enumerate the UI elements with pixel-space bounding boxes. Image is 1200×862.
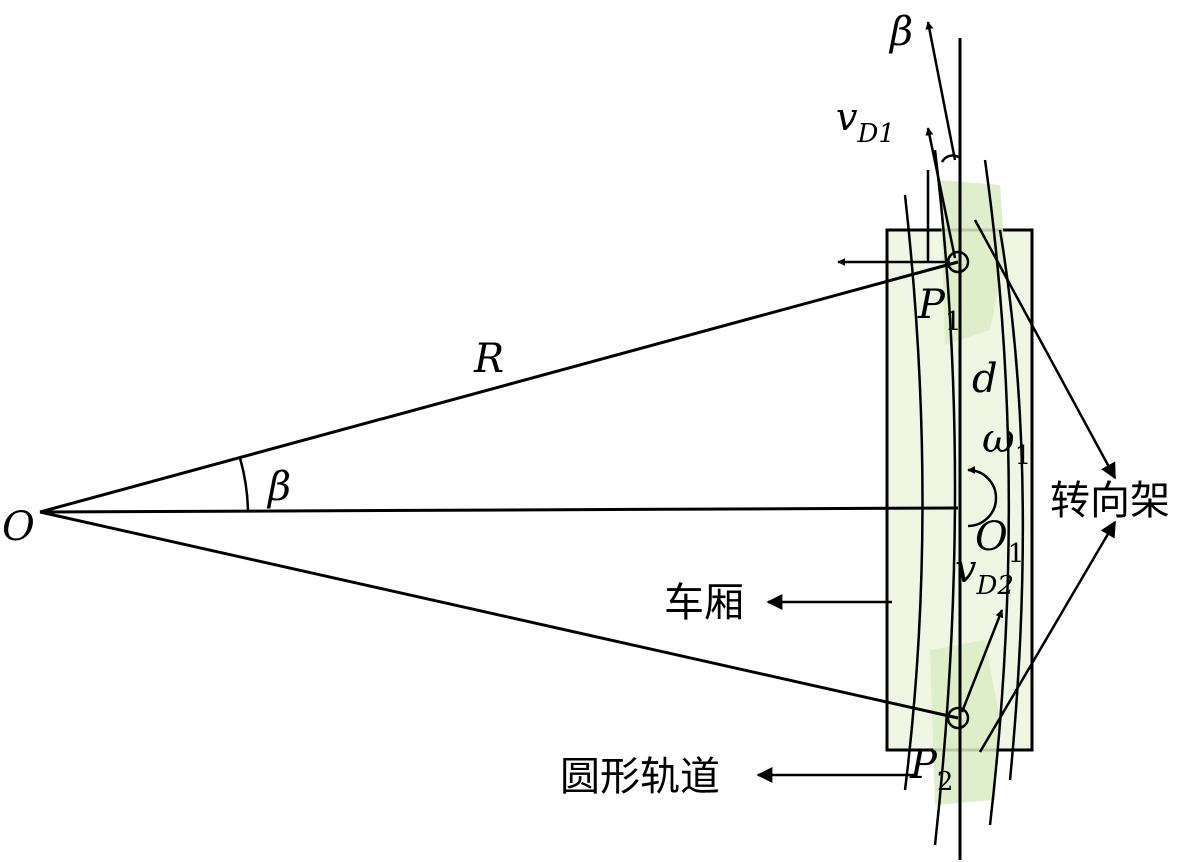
velocity-vd1-label: vD1 [836, 95, 895, 149]
track-rail-outer [933, 149, 957, 846]
bogie-outline-left [983, 159, 1011, 826]
distance-label: d [972, 356, 998, 402]
bogie-leader-top [973, 219, 1117, 480]
origin-label: O [2, 504, 35, 550]
bogie-leader-bottom [978, 520, 1117, 753]
rotation-arc-omega [967, 466, 998, 528]
point-p2 [946, 706, 970, 730]
velocity-vector-vd2 [960, 609, 1004, 713]
velocity-vector-vd1 [925, 127, 957, 259]
bogie-label: 转向架 [1050, 478, 1170, 524]
bogie-shade-top [940, 180, 1005, 345]
center-line [39, 506, 959, 514]
radius-line-p1 [39, 260, 959, 514]
velocity-vd2-label: vD2 [955, 547, 1014, 601]
angle-center-label: β [266, 464, 291, 510]
radius-line-p2 [39, 510, 959, 720]
beta-direction-arrow [925, 21, 957, 161]
o1-label: O1 [975, 514, 1024, 569]
track-rail-inner [903, 194, 924, 791]
point-p1-label: P1 [917, 282, 961, 337]
angle-top-label: β [888, 9, 913, 55]
bogie-outline-right [998, 229, 1025, 781]
carriage-label: 车厢 [664, 580, 744, 626]
point-p2-label: P2 [909, 742, 953, 797]
bogie-shade-bottom [930, 640, 1000, 805]
omega-label: ω1 [982, 416, 1031, 471]
angle-arc-center [238, 457, 250, 512]
angle-arc-top [940, 154, 961, 163]
circular-track-label: 圆形轨道 [560, 754, 720, 800]
radius-label: R [473, 336, 504, 382]
